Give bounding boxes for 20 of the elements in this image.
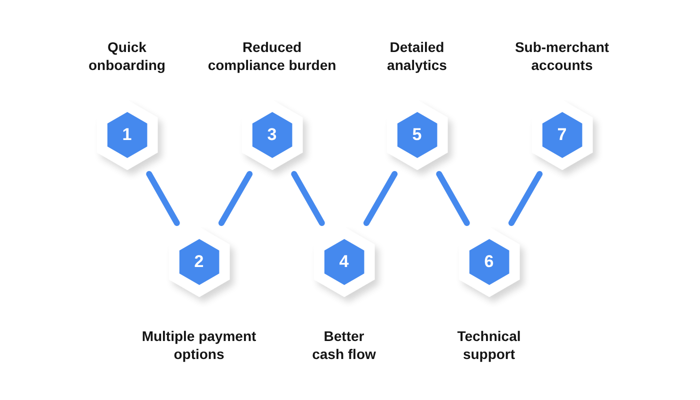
step-number: 2 [194, 252, 204, 272]
step-number: 7 [557, 125, 567, 145]
step-label: Technical support [456, 327, 522, 363]
step-label: Detailed analytics [386, 38, 448, 74]
connector-line [363, 171, 398, 226]
step-label: Quick onboarding [88, 38, 166, 74]
step-label: Better cash flow [311, 327, 377, 363]
connector-line [146, 171, 180, 226]
step-number: 6 [484, 252, 494, 272]
step-number: 5 [412, 125, 422, 145]
step-label: Multiple payment options [140, 327, 258, 363]
step-number: 1 [122, 125, 132, 145]
step-number: 3 [267, 125, 277, 145]
connector-line [218, 171, 253, 226]
connector-line [508, 171, 543, 226]
connector-line [291, 171, 325, 226]
step-label: Sub-merchant accounts [514, 38, 610, 74]
step-number: 4 [339, 252, 349, 272]
step-label: Reduced compliance burden [206, 38, 338, 74]
connector-line [436, 171, 470, 226]
